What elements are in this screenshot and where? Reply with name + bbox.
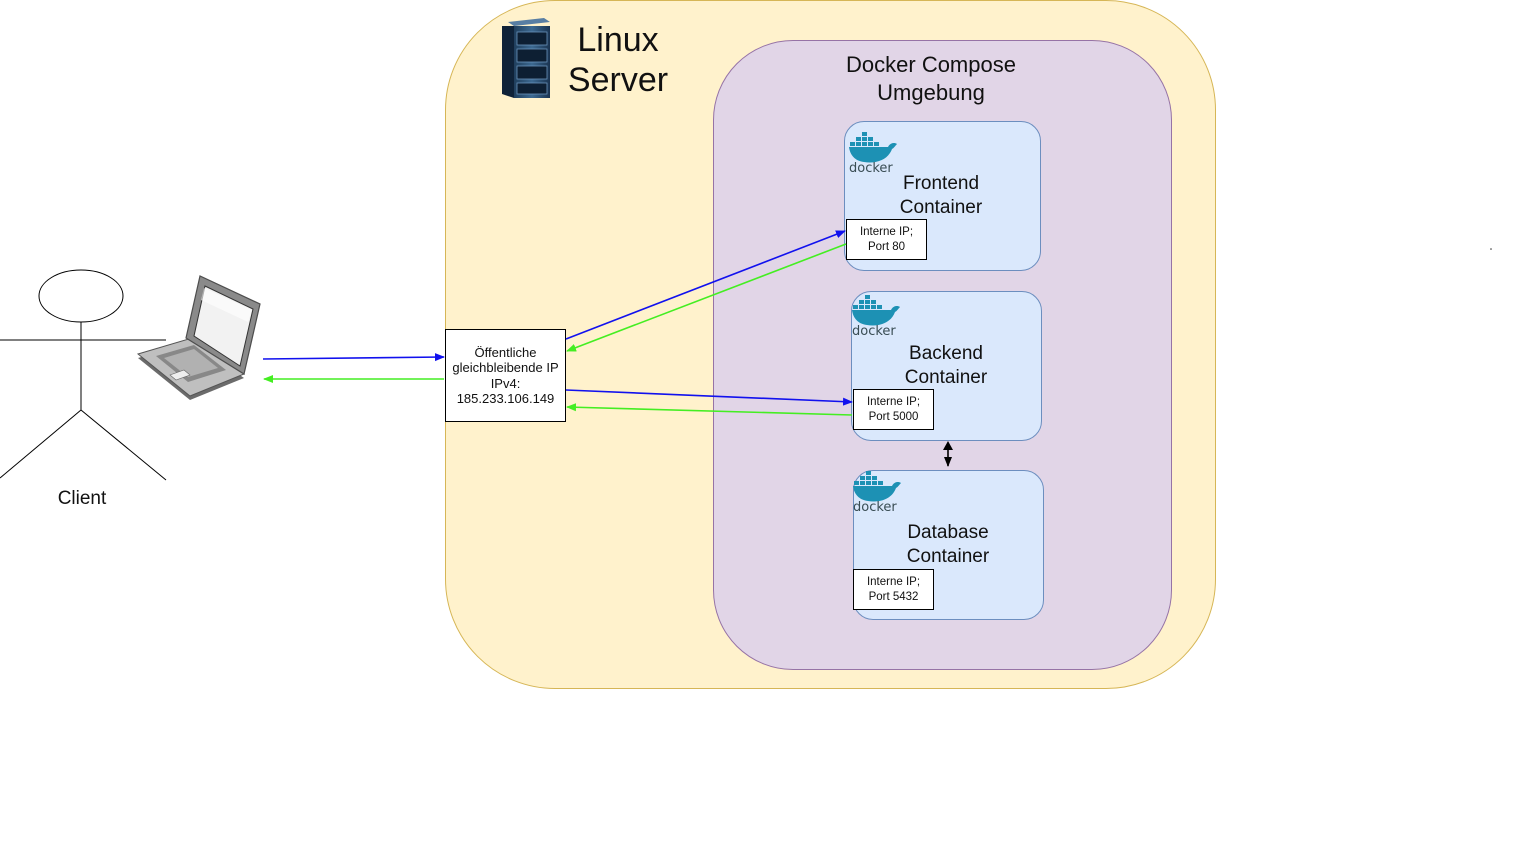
- server-rack-icon: [500, 18, 552, 100]
- public-ip-box: Öffentliche gleichbleibende IP IPv4: 185…: [445, 329, 566, 422]
- arrow-client-to-ip: [262, 353, 445, 362]
- database-container-title: Database Container: [878, 521, 1018, 569]
- backend-port-box: Interne IP; Port 5000: [853, 389, 934, 430]
- database-port-line2: Port 5432: [868, 590, 919, 603]
- docker-logo-icon: docker: [852, 467, 904, 515]
- frontend-title-line2: Container: [899, 197, 983, 218]
- server-title-line2: Server: [567, 61, 669, 99]
- svg-text:docker: docker: [852, 324, 896, 337]
- backend-port-line1: Interne IP;: [866, 395, 921, 408]
- stick-figure-icon: [0, 268, 170, 483]
- client-label: Client: [57, 488, 107, 509]
- frontend-port-line2: Port 80: [867, 240, 906, 253]
- frontend-title-line1: Frontend: [902, 173, 980, 194]
- public-ip-line1: Öffentliche: [474, 344, 537, 360]
- server-title: Linux Server: [556, 20, 680, 100]
- compose-title: Docker Compose Umgebung: [800, 51, 1062, 107]
- database-title-line1: Database: [907, 522, 989, 543]
- laptop-icon: [134, 274, 264, 404]
- frontend-port-box: Interne IP; Port 80: [846, 219, 927, 260]
- compose-title-line2: Umgebung: [877, 80, 985, 105]
- public-ip-line3: IPv4:: [490, 375, 521, 391]
- database-port-line1: Interne IP;: [866, 575, 921, 588]
- server-title-line1: Linux: [577, 21, 659, 59]
- compose-title-line1: Docker Compose: [846, 52, 1016, 77]
- svg-text:docker: docker: [849, 161, 893, 174]
- public-ip-line2: gleichbleibende IP: [452, 360, 559, 375]
- svg-text:docker: docker: [853, 500, 897, 513]
- backend-title-line2: Container: [904, 367, 988, 388]
- backend-port-line2: Port 5000: [868, 410, 919, 423]
- public-ip-address: 185.233.106.149: [456, 391, 555, 406]
- stray-dot: [1490, 248, 1492, 250]
- database-port-box: Interne IP; Port 5432: [853, 569, 934, 610]
- docker-logo-icon: docker: [848, 128, 900, 176]
- backend-container-title: Backend Container: [876, 342, 1016, 390]
- database-title-line2: Container: [906, 546, 990, 567]
- frontend-container-title: Frontend Container: [870, 172, 1012, 220]
- docker-logo-icon: docker: [851, 291, 903, 339]
- frontend-port-line1: Interne IP;: [859, 225, 914, 238]
- backend-title-line1: Backend: [909, 343, 983, 364]
